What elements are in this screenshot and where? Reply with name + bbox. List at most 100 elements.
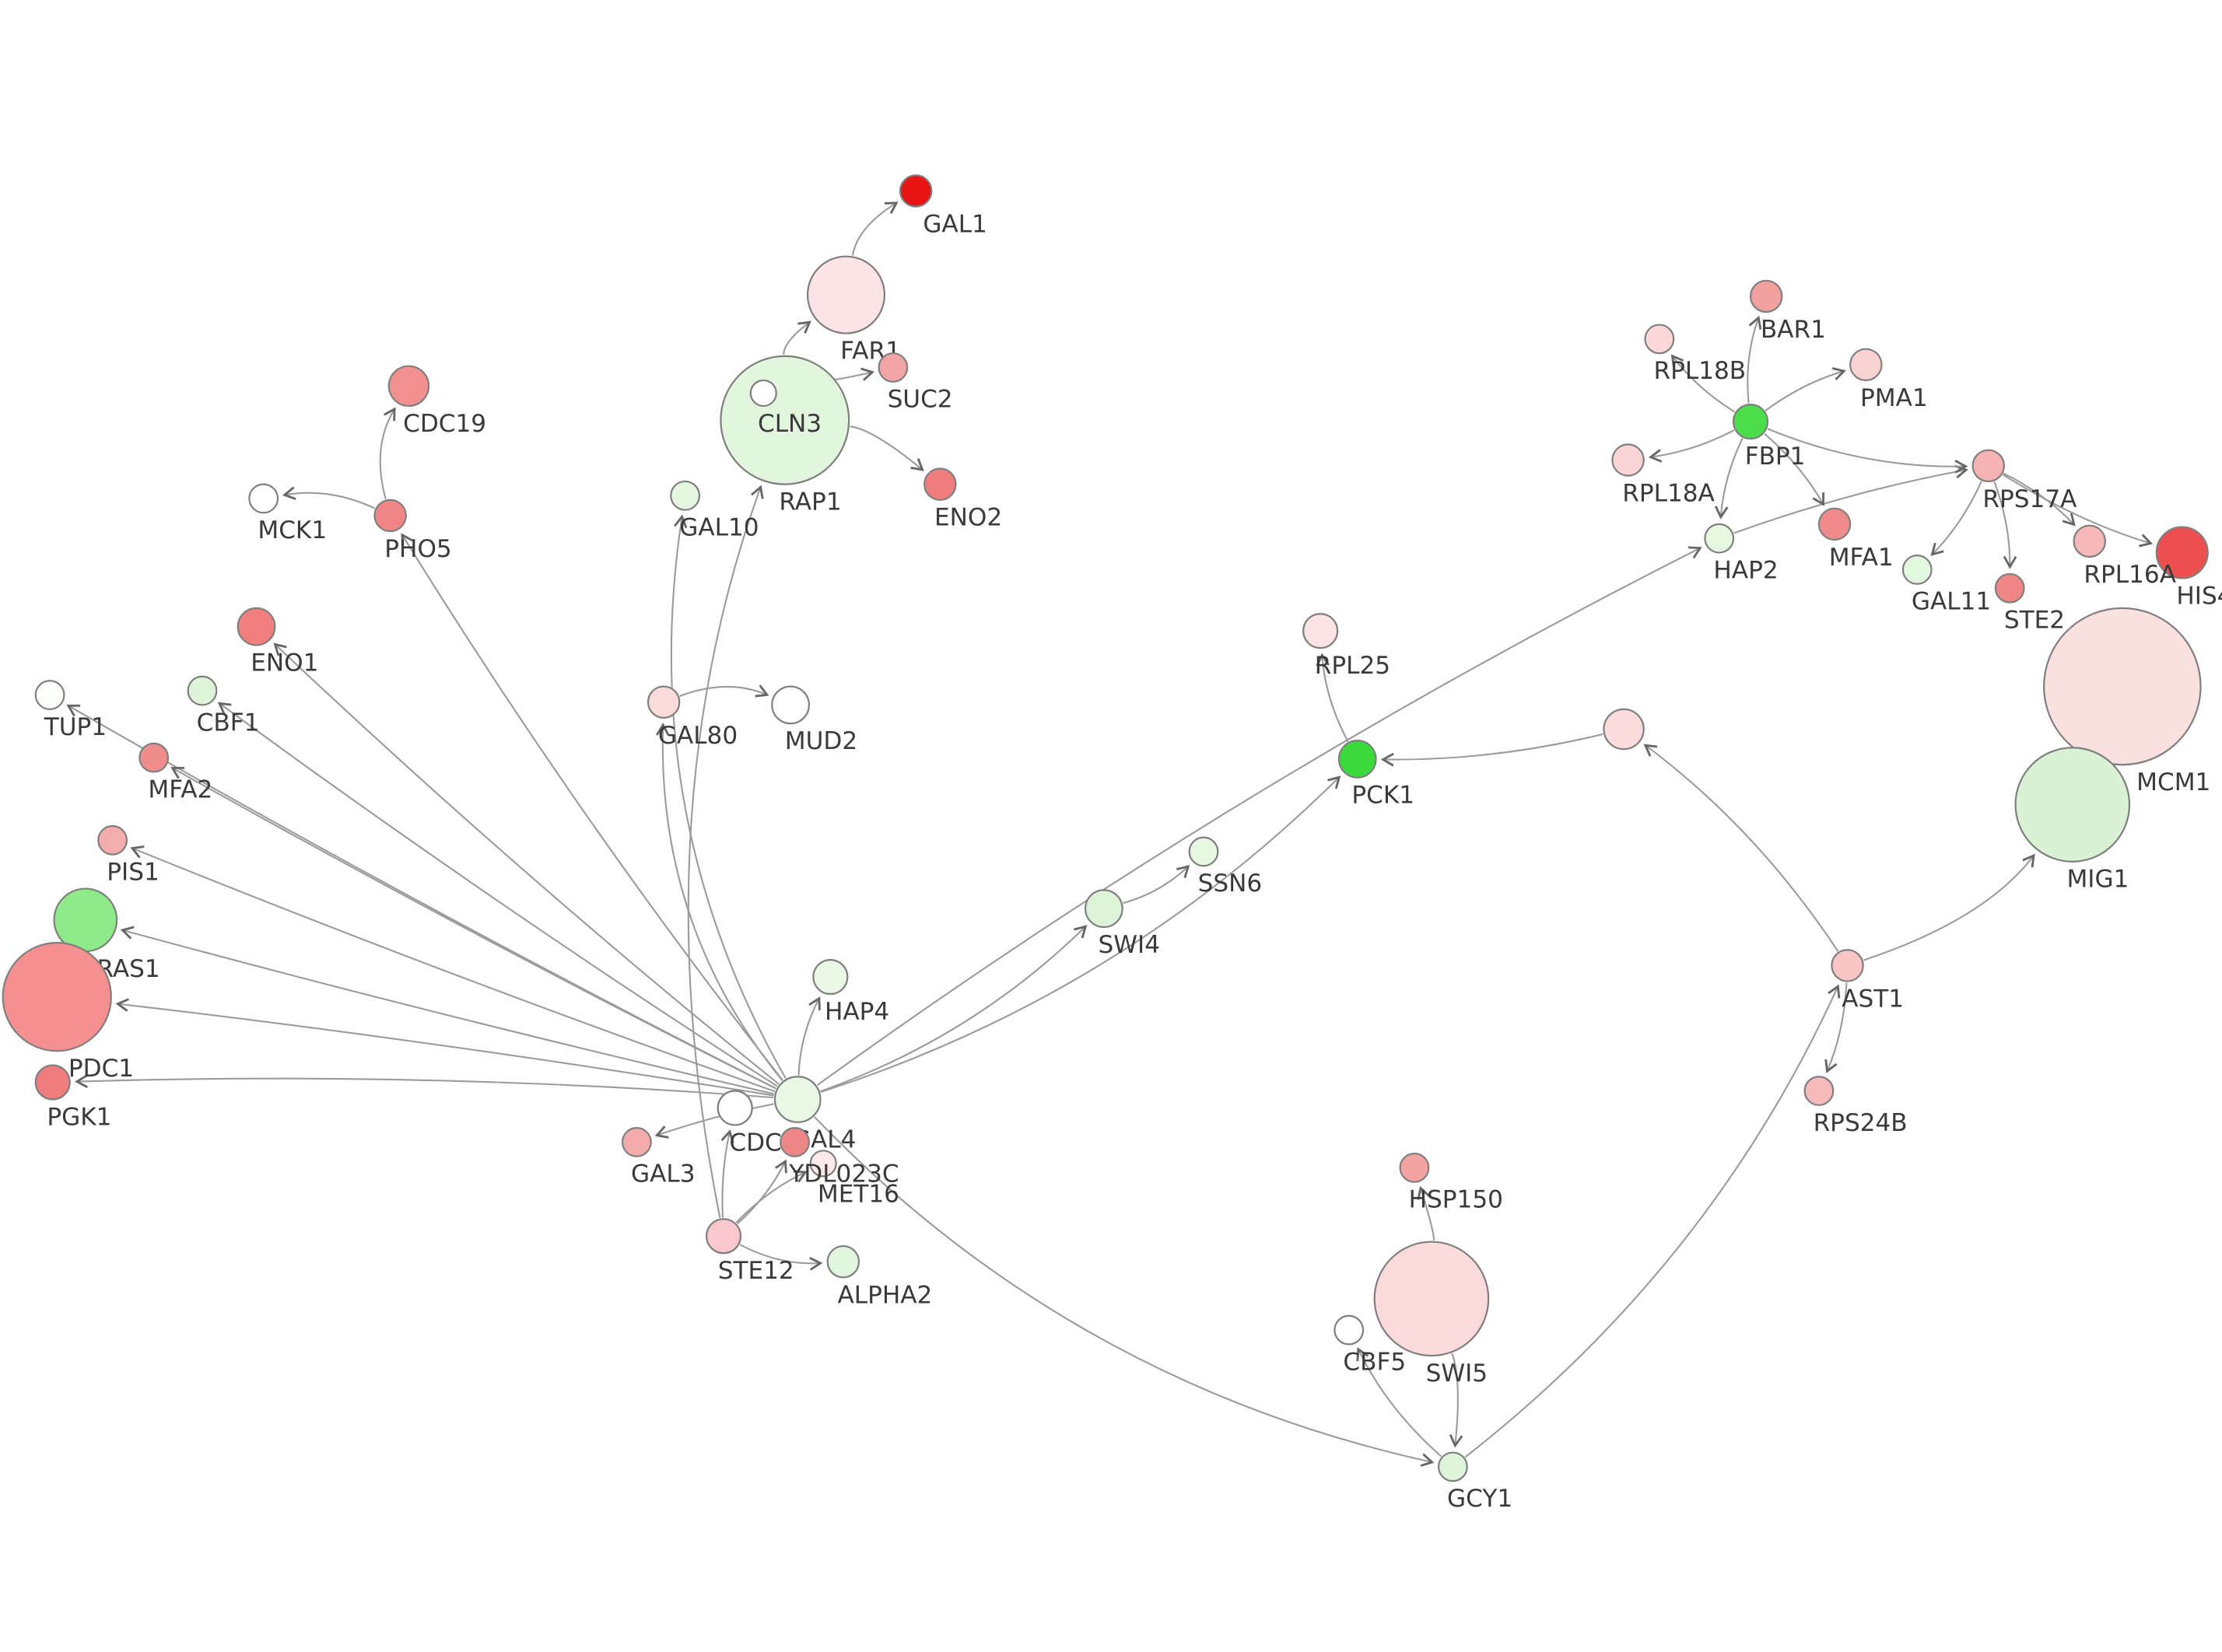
edge-GAL4-PHO5[interactable]	[401, 533, 783, 1081]
node-HAP4[interactable]	[812, 958, 849, 996]
edge-FAR1-GAL1[interactable]	[851, 201, 899, 256]
edge-GAL4-PDC1[interactable]	[115, 998, 774, 1097]
node-CLN3[interactable]	[749, 379, 777, 408]
edge-AST1-unlabeled[interactable]	[1643, 744, 1839, 952]
edge-FBP1-MFA1[interactable]	[1764, 432, 1825, 506]
edge-AST1-MIG1[interactable]	[1863, 853, 2035, 961]
edge-STE12-ALPHA2[interactable]	[739, 1244, 823, 1271]
node-PCK1[interactable]	[1337, 740, 1377, 779]
node-GAL4[interactable]	[773, 1076, 822, 1123]
edge-GAL80-MUD2[interactable]	[679, 684, 769, 698]
edge-unlabeled-PCK1[interactable]	[1380, 733, 1603, 767]
node-MCK1[interactable]	[248, 483, 279, 514]
node-SUC2[interactable]	[878, 352, 909, 383]
edge-GAL4-HAP4[interactable]	[797, 996, 821, 1076]
node-SWI5[interactable]	[1373, 1241, 1490, 1357]
node-MFA2[interactable]	[138, 742, 170, 773]
node-HAP2[interactable]	[1704, 523, 1735, 554]
node-GAL3[interactable]	[621, 1127, 652, 1157]
edge-FBP1-HAP2[interactable]	[1714, 438, 1744, 520]
edge-AST1-RPS24B[interactable]	[1824, 982, 1848, 1073]
node-GAL80[interactable]	[647, 685, 681, 719]
edge-FBP1-BAR1[interactable]	[1747, 315, 1762, 404]
node-MUD2[interactable]	[771, 685, 810, 725]
edge-PHO5-CDC19[interactable]	[379, 407, 396, 499]
edge-STE12-CDC6[interactable]	[720, 1129, 734, 1218]
edge-RPS17A-HIS4[interactable]	[2002, 474, 2154, 548]
node-TUP1[interactable]	[34, 680, 65, 710]
node-CDC6[interactable]	[717, 1090, 753, 1126]
node-PIS1[interactable]	[97, 824, 128, 856]
edge-PCK1-RPL25[interactable]	[1316, 653, 1349, 742]
edge-STE12-YDL023C[interactable]	[737, 1159, 787, 1225]
node-FAR1[interactable]	[806, 255, 886, 334]
node-GAL1[interactable]	[899, 174, 933, 208]
edge-RAP1-FAR1[interactable]	[783, 320, 811, 355]
node-STE2[interactable]	[1994, 572, 2025, 604]
node-HSP150[interactable]	[1399, 1152, 1430, 1183]
edge-HAP2-RPS17A[interactable]	[1733, 464, 1968, 534]
edge-GAL4-CBF1[interactable]	[217, 702, 778, 1087]
node-PGK1[interactable]	[34, 1064, 71, 1101]
node-RPL25[interactable]	[1302, 613, 1339, 649]
node-RPS24B[interactable]	[1803, 1076, 1835, 1106]
edge-RPS17A-GAL11[interactable]	[1930, 481, 1982, 556]
edge-GAL4-HAP2[interactable]	[816, 546, 1702, 1087]
edge-GAL4-GAL3[interactable]	[654, 1103, 774, 1139]
node-RPL18B[interactable]	[1644, 324, 1675, 355]
node-AST1[interactable]	[1831, 949, 1864, 982]
node-SSN6[interactable]	[1188, 836, 1219, 867]
edge-GAL4-GAL10[interactable]	[670, 514, 787, 1079]
node-PHO5[interactable]	[373, 499, 407, 533]
node-GAL10[interactable]	[670, 480, 701, 511]
edge-GAL4-GAL80[interactable]	[656, 723, 783, 1082]
node-RAS1[interactable]	[53, 887, 118, 953]
edge-STE12-MET16[interactable]	[735, 1170, 808, 1223]
edge-STE12-RAP1[interactable]	[687, 485, 764, 1219]
node-YDL023C[interactable]	[780, 1127, 810, 1157]
edge-FBP1-PMA1[interactable]	[1765, 367, 1846, 411]
node-FBP1[interactable]	[1732, 403, 1769, 440]
node-SWI4[interactable]	[1084, 889, 1123, 929]
node-unlabeled[interactable]	[1603, 708, 1645, 751]
node-RPL18A[interactable]	[1611, 443, 1645, 477]
edge-GCY1-CBF5[interactable]	[1356, 1347, 1442, 1458]
edge-SWI5-GCY1[interactable]	[1449, 1353, 1463, 1448]
node-STE12[interactable]	[705, 1218, 742, 1255]
edge-GCY1-AST1[interactable]	[1464, 984, 1841, 1458]
edge-GAL4-PIS1[interactable]	[130, 845, 776, 1093]
edge-SWI4-SSN6[interactable]	[1123, 865, 1190, 905]
edge-FBP1-RPL18A[interactable]	[1648, 429, 1735, 463]
node-GCY1[interactable]	[1437, 1451, 1468, 1482]
edge-FBP1-RPS17A[interactable]	[1767, 428, 1968, 474]
edge-GAL4-PCK1[interactable]	[820, 775, 1341, 1093]
node-ALPHA2[interactable]	[826, 1244, 860, 1279]
node-CBF1[interactable]	[187, 675, 218, 706]
node-CBF5[interactable]	[1334, 1314, 1365, 1346]
edge-GAL4-MFA2[interactable]	[170, 766, 776, 1090]
edge-SWI5-HSP150[interactable]	[1417, 1185, 1435, 1241]
node-MCM1[interactable]	[2043, 607, 2202, 766]
node-ENO2[interactable]	[923, 467, 957, 501]
edge-GAL4-ENO1[interactable]	[273, 642, 780, 1085]
node-RPL16A[interactable]	[2073, 524, 2106, 558]
edge-FBP1-RPL18B[interactable]	[1670, 354, 1736, 413]
node-GAL11[interactable]	[1901, 555, 1933, 585]
node-RPS17A[interactable]	[1971, 449, 2005, 483]
node-MET16[interactable]	[809, 1150, 837, 1178]
node-PDC1[interactable]	[2, 942, 112, 1052]
node-ENO1[interactable]	[237, 607, 276, 646]
node-HIS4[interactable]	[2155, 526, 2209, 579]
edge-RPS17A-STE2[interactable]	[1993, 481, 2017, 569]
edge-GAL4-RAS1[interactable]	[120, 926, 775, 1095]
node-PMA1[interactable]	[1849, 348, 1883, 382]
edge-GAL4-TUP1[interactable]	[66, 704, 776, 1090]
node-BAR1[interactable]	[1749, 279, 1783, 313]
edge-RAP1-SUC2[interactable]	[834, 367, 874, 381]
edge-PHO5-MCK1[interactable]	[282, 486, 376, 509]
edge-GAL4-GCY1[interactable]	[814, 1116, 1435, 1467]
edge-GAL4-PGK1[interactable]	[74, 1074, 774, 1099]
edge-GAL4-SWI4[interactable]	[820, 925, 1088, 1093]
node-MFA1[interactable]	[1817, 507, 1852, 541]
node-MIG1[interactable]	[2014, 747, 2131, 863]
